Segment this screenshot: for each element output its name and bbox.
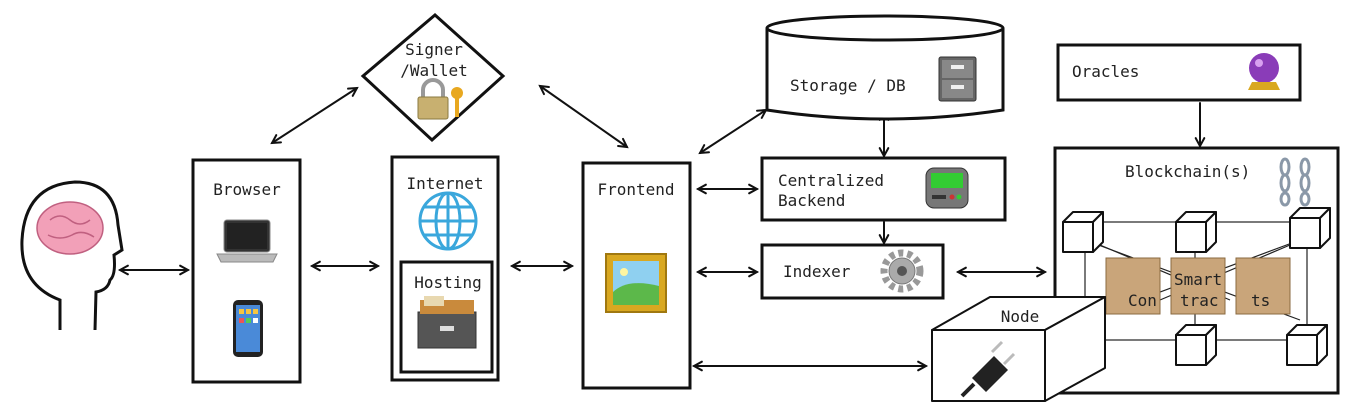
block-cube-icon bbox=[1289, 207, 1331, 249]
chain-icon bbox=[1279, 157, 1311, 207]
arrow-user-browser bbox=[117, 264, 191, 276]
block-cube-icon bbox=[1062, 211, 1104, 253]
hosting-label: Hosting bbox=[414, 273, 481, 292]
pager-icon bbox=[925, 167, 969, 209]
crystal-ball-icon bbox=[1248, 53, 1280, 90]
phone-icon bbox=[233, 300, 263, 357]
arrow-frontend-backend bbox=[695, 183, 760, 195]
connectors bbox=[117, 84, 1206, 372]
plug-icon bbox=[960, 340, 1016, 398]
arrow-browser-signer bbox=[270, 86, 359, 145]
file-cabinet-box-icon bbox=[417, 296, 477, 349]
arrow-signer-frontend bbox=[538, 84, 629, 149]
scroll-icon bbox=[1170, 257, 1226, 315]
node-label: Node bbox=[1001, 307, 1040, 326]
blockchain-label: Blockchain(s) bbox=[1125, 162, 1250, 181]
arrow-indexer-blockchain bbox=[955, 266, 1048, 278]
gear-icon bbox=[880, 249, 924, 293]
brain-icon bbox=[36, 201, 104, 255]
block-cubes bbox=[1062, 207, 1331, 366]
oracles-node: Oracles bbox=[1056, 43, 1302, 102]
smart-contract-scrolls: Con Smart trac ts bbox=[1105, 257, 1291, 315]
contracts-text-part1: Con bbox=[1128, 291, 1157, 310]
node-box: Node bbox=[931, 296, 1106, 402]
signer-wallet-node: Signer /Wallet bbox=[360, 13, 506, 143]
hosting-node: Hosting bbox=[399, 260, 494, 374]
lock-key-icon bbox=[417, 78, 463, 120]
framed-picture-icon bbox=[605, 253, 667, 313]
storage-label: Storage / DB bbox=[790, 76, 906, 95]
laptop-icon bbox=[216, 219, 278, 263]
contracts-text-part2a: Smart bbox=[1174, 270, 1222, 289]
centralized-backend-node: Centralized Backend bbox=[760, 156, 1007, 222]
scroll-icon bbox=[1235, 257, 1291, 315]
file-cabinet-icon bbox=[938, 56, 977, 102]
contracts-text-part2b: trac bbox=[1180, 291, 1219, 310]
signer-label-line1: Signer bbox=[405, 40, 463, 59]
internet-node: Internet Hosting bbox=[390, 155, 500, 382]
user-head-icon bbox=[20, 180, 124, 331]
browser-label: Browser bbox=[213, 180, 281, 199]
block-cube-icon bbox=[1286, 324, 1328, 366]
backend-label-line1: Centralized bbox=[778, 171, 884, 190]
scroll-icon bbox=[1105, 257, 1161, 315]
globe-icon bbox=[418, 191, 478, 251]
frontend-node: Frontend bbox=[581, 161, 692, 390]
arrow-frontend-node bbox=[691, 360, 929, 372]
browser-node: Browser bbox=[191, 158, 302, 384]
backend-label-line2: Backend bbox=[778, 191, 845, 210]
oracles-label: Oracles bbox=[1072, 62, 1139, 81]
arrow-browser-internet bbox=[309, 260, 381, 272]
frontend-label: Frontend bbox=[597, 180, 674, 199]
indexer-node: Indexer bbox=[760, 243, 945, 300]
block-cube-icon bbox=[1175, 211, 1217, 253]
arrow-frontend-storage bbox=[698, 108, 768, 155]
arrow-internet-frontend bbox=[509, 260, 575, 272]
contracts-text-part3: ts bbox=[1251, 291, 1270, 310]
storage-db-node: Storage / DB bbox=[765, 14, 1005, 121]
arrow-frontend-indexer bbox=[695, 266, 760, 278]
block-cube-icon bbox=[1175, 324, 1217, 366]
indexer-label: Indexer bbox=[783, 262, 851, 281]
arrow-indexer-backend bbox=[878, 221, 890, 246]
arrow-oracles-blockchain bbox=[1194, 102, 1206, 149]
internet-label: Internet bbox=[406, 174, 483, 193]
signer-label-line2: /Wallet bbox=[400, 61, 467, 80]
